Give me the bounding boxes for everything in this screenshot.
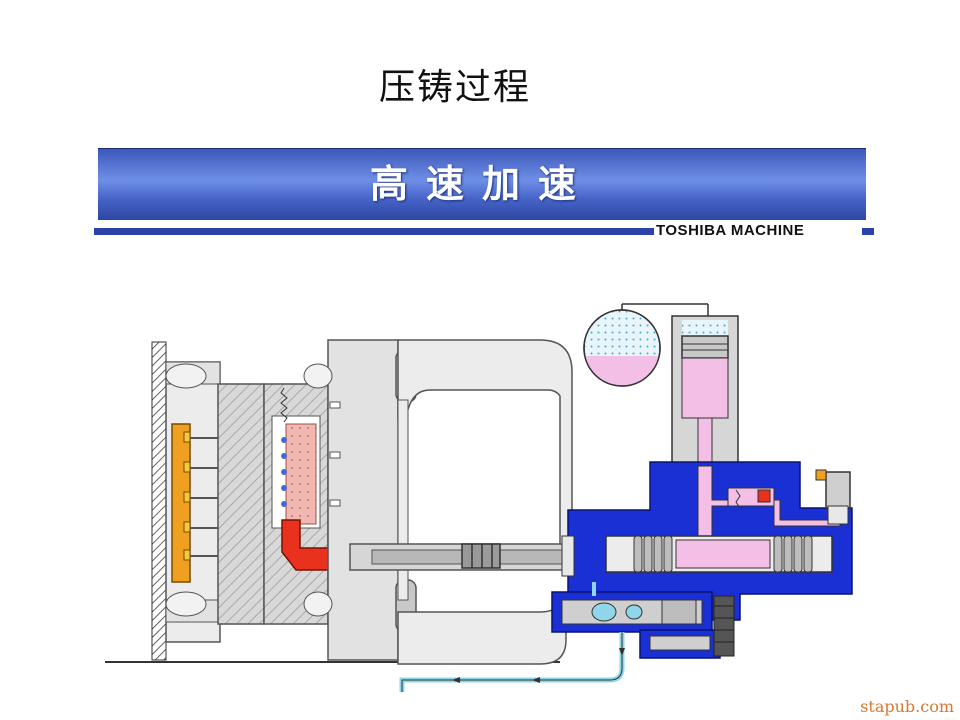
moving-die [217, 383, 265, 625]
banner-underline [94, 228, 654, 235]
stage-label: 高速加速 [369, 162, 594, 206]
c-frame [397, 339, 573, 561]
pilot-valve [825, 471, 851, 509]
machine-wall [151, 341, 167, 661]
stage-banner: 高速加速 [98, 148, 866, 220]
sleeve-collar [561, 535, 575, 577]
banner-underline-end [862, 228, 874, 235]
page-title: 压铸过程 [378, 67, 531, 108]
brand-logo-text: TOSHIBA MACHINE [656, 222, 805, 239]
accumulator-piston [681, 335, 729, 359]
rod-coupling [461, 543, 501, 569]
watermark: stapub.com [860, 697, 954, 716]
ejector-pins [190, 437, 218, 557]
bellows [633, 535, 813, 573]
casting [285, 423, 317, 525]
